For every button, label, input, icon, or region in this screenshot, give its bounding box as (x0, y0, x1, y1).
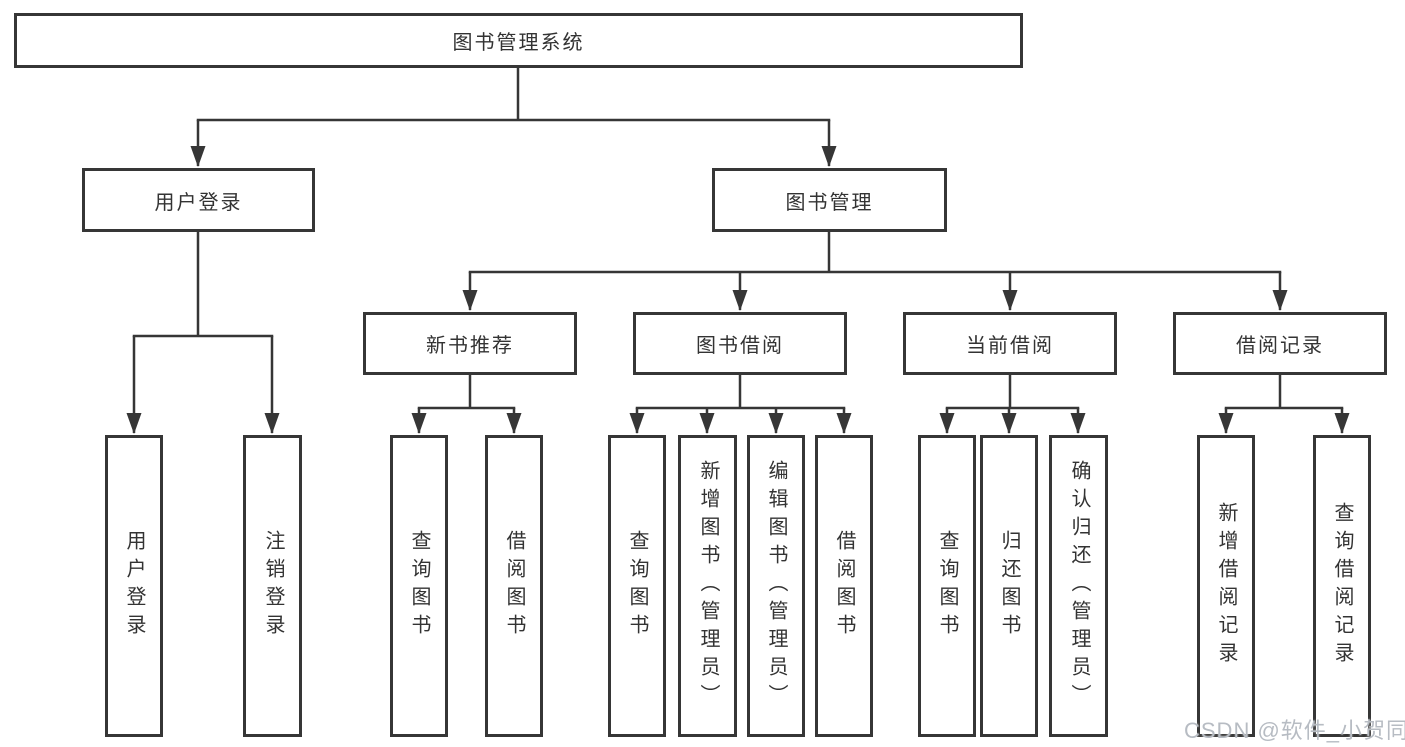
leaf-add-borrow-record: 新增借阅记录 (1197, 435, 1255, 737)
leaf-add-book-admin: 新增图书（管理员） (678, 435, 737, 737)
leaf-confirm-return-admin: 确认归还（管理员） (1049, 435, 1108, 737)
node-book-borrow: 图书借阅 (633, 312, 847, 375)
node-borrow-records: 借阅记录 (1173, 312, 1387, 375)
leaf-borrow-book-recommend: 借阅图书 (485, 435, 543, 737)
leaf-query-borrow-record: 查询借阅记录 (1313, 435, 1371, 737)
leaf-return-book: 归还图书 (980, 435, 1038, 737)
leaf-borrow-book: 借阅图书 (815, 435, 873, 737)
node-new-book-recommend: 新书推荐 (363, 312, 577, 375)
leaf-query-book-borrow: 查询图书 (608, 435, 666, 737)
leaf-user-login: 用户登录 (105, 435, 163, 737)
watermark: CSDN @软件_小贺同学 (1184, 718, 1405, 743)
leaf-query-book-current: 查询图书 (918, 435, 976, 737)
node-user-login: 用户登录 (82, 168, 315, 232)
node-current-borrow: 当前借阅 (903, 312, 1117, 375)
leaf-logout: 注销登录 (243, 435, 302, 737)
leaf-edit-book-admin: 编辑图书（管理员） (747, 435, 805, 737)
node-root: 图书管理系统 (14, 13, 1023, 68)
node-book-management: 图书管理 (712, 168, 947, 232)
leaf-query-book-recommend: 查询图书 (390, 435, 448, 737)
